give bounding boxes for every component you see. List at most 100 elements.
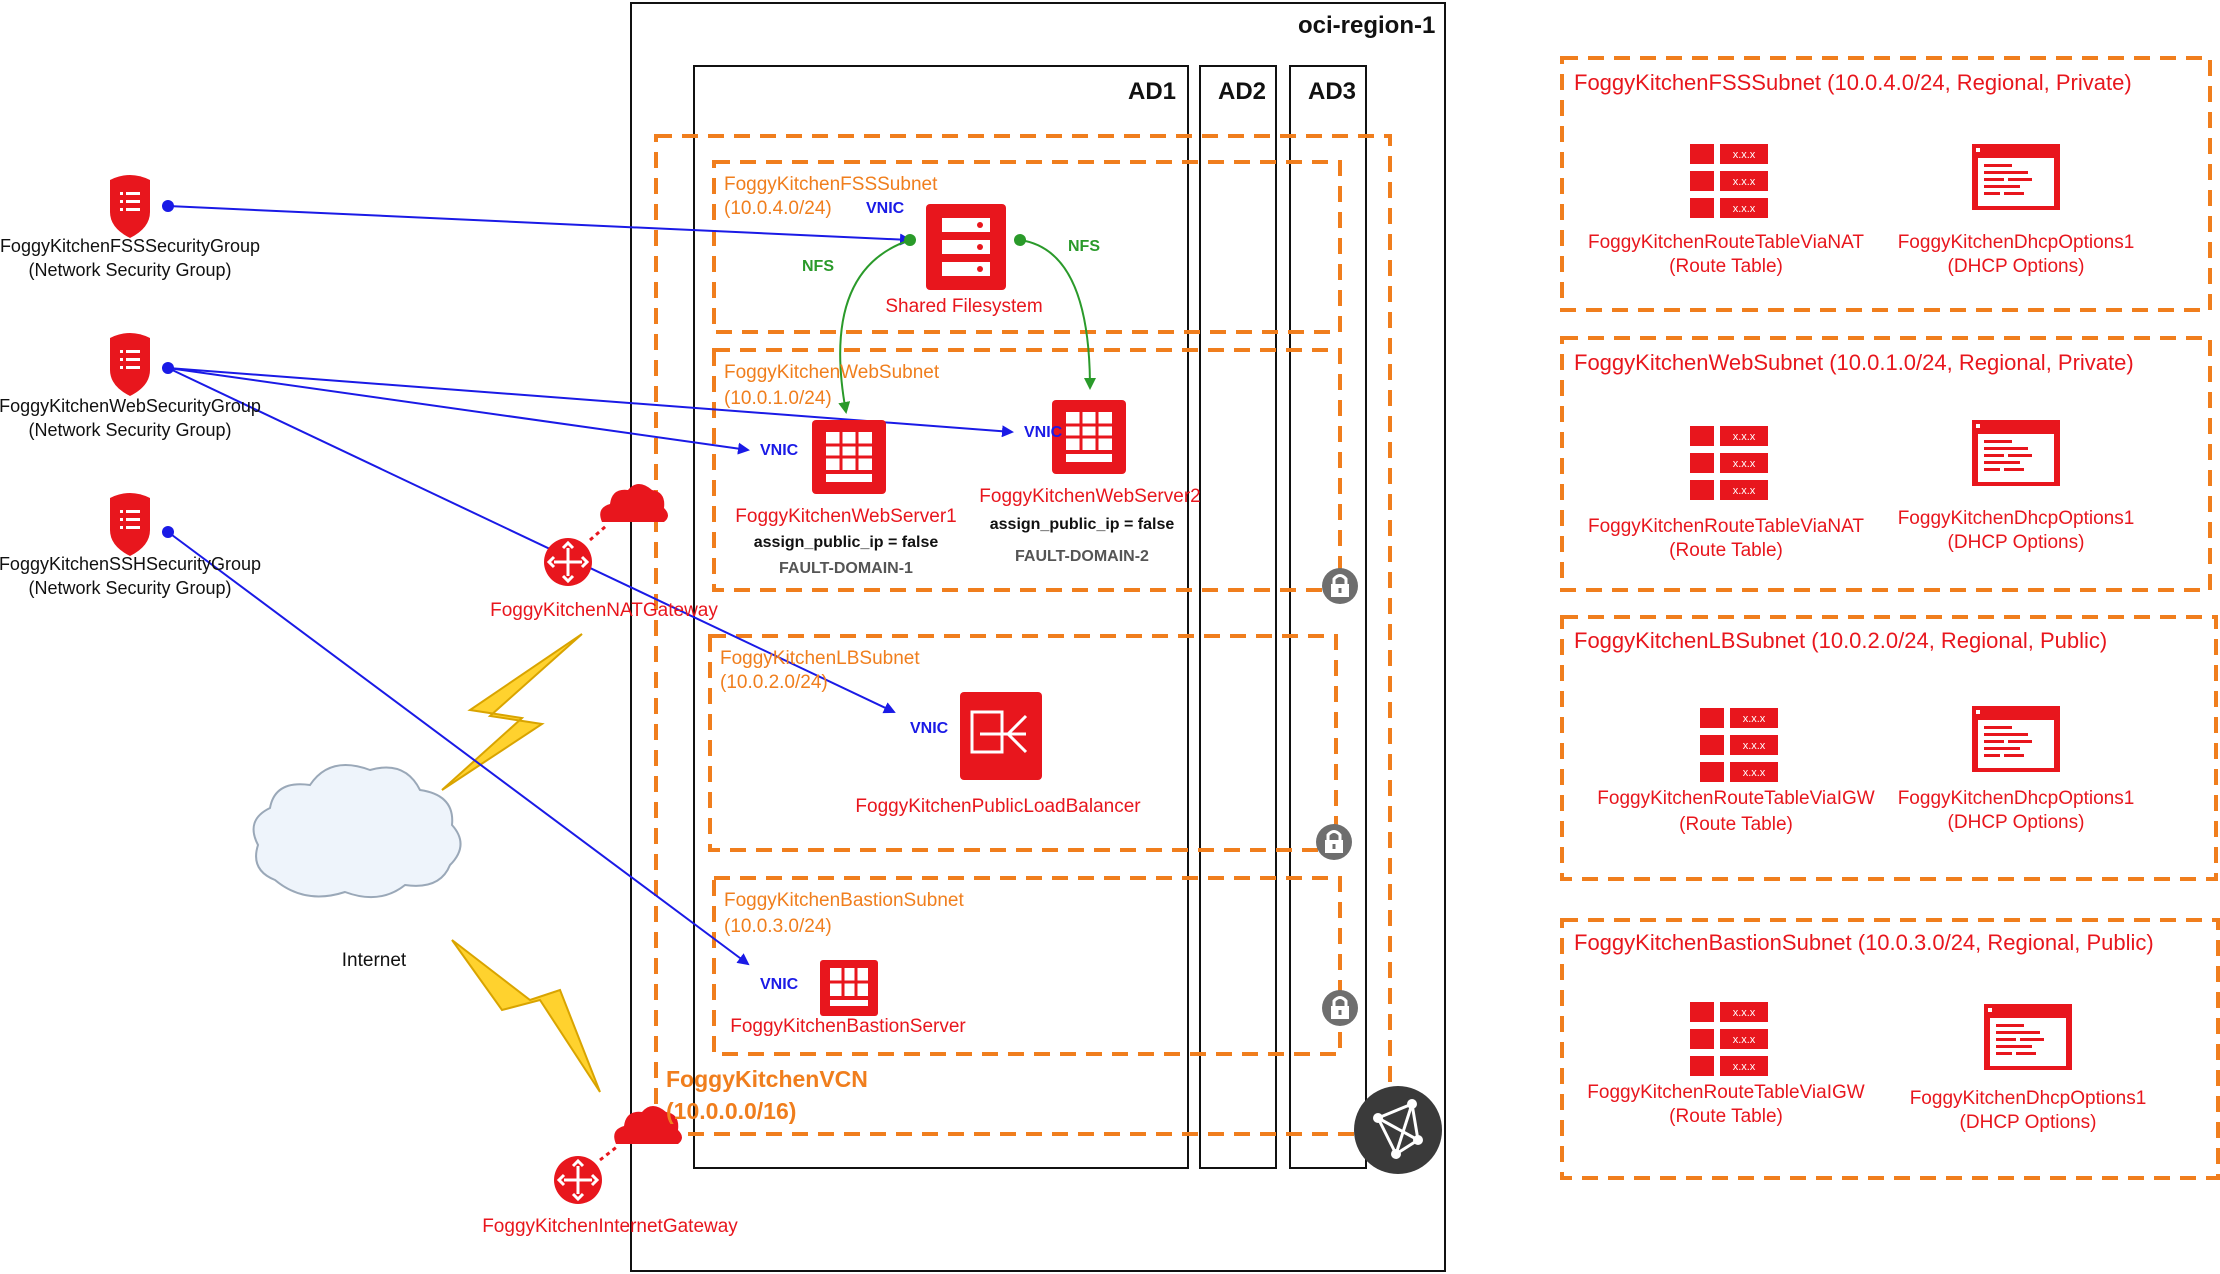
webserver1-label: FoggyKitchenWebServer1 (735, 506, 957, 527)
bastion-subnet-box (712, 876, 1342, 1056)
fss-subnet-box (712, 160, 1342, 334)
nat-cloud-icon (600, 484, 668, 522)
nsg-web-type: (Network Security Group) (28, 420, 232, 440)
panel-fss-box (1560, 56, 2212, 312)
nsg-fss-name: FoggyKitchenFSSSecurityGroup (0, 236, 261, 256)
vnic-label: VNIC (1024, 424, 1063, 441)
lightning-igw-icon (451, 939, 601, 1093)
webserver2-attr: assign_public_ip = false (989, 516, 1175, 533)
panel-web-title: FoggyKitchenWebSubnet (10.0.1.0/24, Regi… (1574, 350, 2134, 375)
webserver1-icon (810, 418, 888, 496)
panel-fss-title: FoggyKitchenFSSSubnet (10.0.4.0/24, Regi… (1574, 70, 2132, 95)
dhcp-options-icon (1972, 144, 2060, 210)
internet-gateway-label: FoggyKitchenInternetGateway (482, 1216, 738, 1237)
web-subnet-box (712, 348, 1342, 592)
nfs-connections (838, 234, 1096, 414)
panel-fss-dhcp: FoggyKitchenDhcpOptions1 (1897, 232, 2135, 253)
route-table-icon (1700, 708, 1778, 782)
panel-bastion-box (1560, 918, 2220, 1180)
panel-fss-route: FoggyKitchenRouteTableViaNAT (1587, 232, 1865, 253)
vnic-label: VNIC (910, 720, 949, 737)
lb-subnet-cidr: (10.0.2.0/24) (720, 672, 828, 693)
load-balancer-label: FoggyKitchenPublicLoadBalancer (855, 796, 1141, 817)
security-list-lock-icon (1320, 988, 1360, 1028)
lb-subnet-name: FoggyKitchenLBSubnet (720, 648, 920, 669)
nsg-fss-type: (Network Security Group) (28, 260, 232, 280)
panel-web-route-type: (Route Table) (1669, 540, 1783, 561)
dhcp-options-icon (1972, 706, 2060, 772)
shared-filesystem-label: Shared Filesystem (885, 296, 1043, 317)
panel-bastion-route: FoggyKitchenRouteTableViaIGW (1587, 1082, 1865, 1103)
route-table-icon (1690, 144, 1768, 218)
route-table-icon (1690, 1002, 1768, 1076)
bastion-server-icon (820, 960, 878, 1016)
nfs-label: NFS (802, 258, 834, 275)
panel-web-dhcp-type: (DHCP Options) (1947, 532, 2085, 553)
security-list-lock-icon (1320, 566, 1360, 606)
panel-web-box (1560, 336, 2212, 592)
nat-gateway-label: FoggyKitchenNATGateway (490, 600, 718, 621)
nat-gateway-icon (542, 536, 594, 588)
ad3-column (1289, 65, 1367, 1169)
region-title: oci-region-1 (1298, 12, 1436, 39)
webserver1-attr: assign_public_ip = false (753, 534, 939, 551)
ad3-label: AD3 (1308, 78, 1357, 105)
nsg-ssh-icon (110, 493, 150, 556)
panel-web-route: FoggyKitchenRouteTableViaNAT (1587, 516, 1865, 537)
route-table-icon (1690, 426, 1768, 500)
dhcp-options-icon (1984, 1004, 2072, 1070)
webserver2-icon (1050, 398, 1128, 476)
webserver2-label: FoggyKitchenWebServer2 (979, 486, 1201, 507)
security-list-lock-icon (1314, 822, 1354, 862)
vcn-cidr: (10.0.0.0/16) (666, 1098, 797, 1124)
internet-gateway-icon (552, 1154, 604, 1206)
panel-fss-dhcp-type: (DHCP Options) (1947, 256, 2085, 277)
nfs-label: NFS (1068, 238, 1100, 255)
panel-lb-title: FoggyKitchenLBSubnet (10.0.2.0/24, Regio… (1574, 628, 2108, 653)
vnic-label: VNIC (760, 976, 799, 993)
shared-filesystem-icon (926, 204, 1006, 290)
vnic-label: VNIC (760, 442, 799, 459)
ad1-label: AD1 (1128, 78, 1177, 105)
panel-web-dhcp: FoggyKitchenDhcpOptions1 (1897, 508, 2135, 529)
internet-label: Internet (341, 950, 407, 971)
bastion-subnet-cidr: (10.0.3.0/24) (724, 916, 832, 937)
lb-subnet-box (708, 634, 1338, 852)
ad2-label: AD2 (1218, 78, 1267, 105)
panel-fss-route-type: (Route Table) (1669, 256, 1783, 277)
bastion-subnet-name: FoggyKitchenBastionSubnet (724, 890, 964, 911)
dhcp-options-icon (1972, 420, 2060, 486)
nsg-web-icon (110, 333, 150, 396)
nsg-ssh-name: FoggyKitchenSSHSecurityGroup (0, 554, 262, 574)
ad2-column (1199, 65, 1277, 1169)
panel-lb-dhcp: FoggyKitchenDhcpOptions1 (1897, 788, 2135, 809)
nsg-connections (162, 200, 1014, 966)
vnic-label: VNIC (866, 200, 905, 217)
panel-bastion-dhcp-type: (DHCP Options) (1959, 1112, 2097, 1133)
fss-subnet-name: FoggyKitchenFSSSubnet (724, 174, 938, 195)
nsg-web-name: FoggyKitchenWebSecurityGroup (0, 396, 261, 416)
webserver2-fault-domain: FAULT-DOMAIN-2 (1015, 548, 1149, 565)
lightning-nat-icon (441, 633, 583, 791)
nsg-fss-icon (110, 175, 150, 238)
web-subnet-cidr: (10.0.1.0/24) (724, 388, 832, 409)
region-box (630, 2, 1446, 1272)
fss-subnet-cidr: (10.0.4.0/24) (724, 198, 832, 219)
panel-bastion-dhcp: FoggyKitchenDhcpOptions1 (1909, 1088, 2147, 1109)
vcn-box (654, 134, 1392, 1136)
load-balancer-icon (960, 692, 1042, 780)
nsg-ssh-type: (Network Security Group) (28, 578, 232, 598)
webserver1-fault-domain: FAULT-DOMAIN-1 (779, 560, 913, 577)
bastion-server-label: FoggyKitchenBastionServer (730, 1016, 966, 1037)
panel-bastion-route-type: (Route Table) (1669, 1106, 1783, 1127)
vcn-icon (1354, 1086, 1442, 1174)
vcn-name: FoggyKitchenVCN (666, 1066, 868, 1092)
panel-lb-dhcp-type: (DHCP Options) (1947, 812, 2085, 833)
internet-cloud-icon (252, 764, 462, 899)
panel-lb-box (1560, 615, 2218, 881)
panel-bastion-title: FoggyKitchenBastionSubnet (10.0.3.0/24, … (1574, 930, 2154, 955)
panel-lb-route-type: (Route Table) (1679, 814, 1793, 835)
panel-lb-route: FoggyKitchenRouteTableViaIGW (1597, 788, 1875, 809)
